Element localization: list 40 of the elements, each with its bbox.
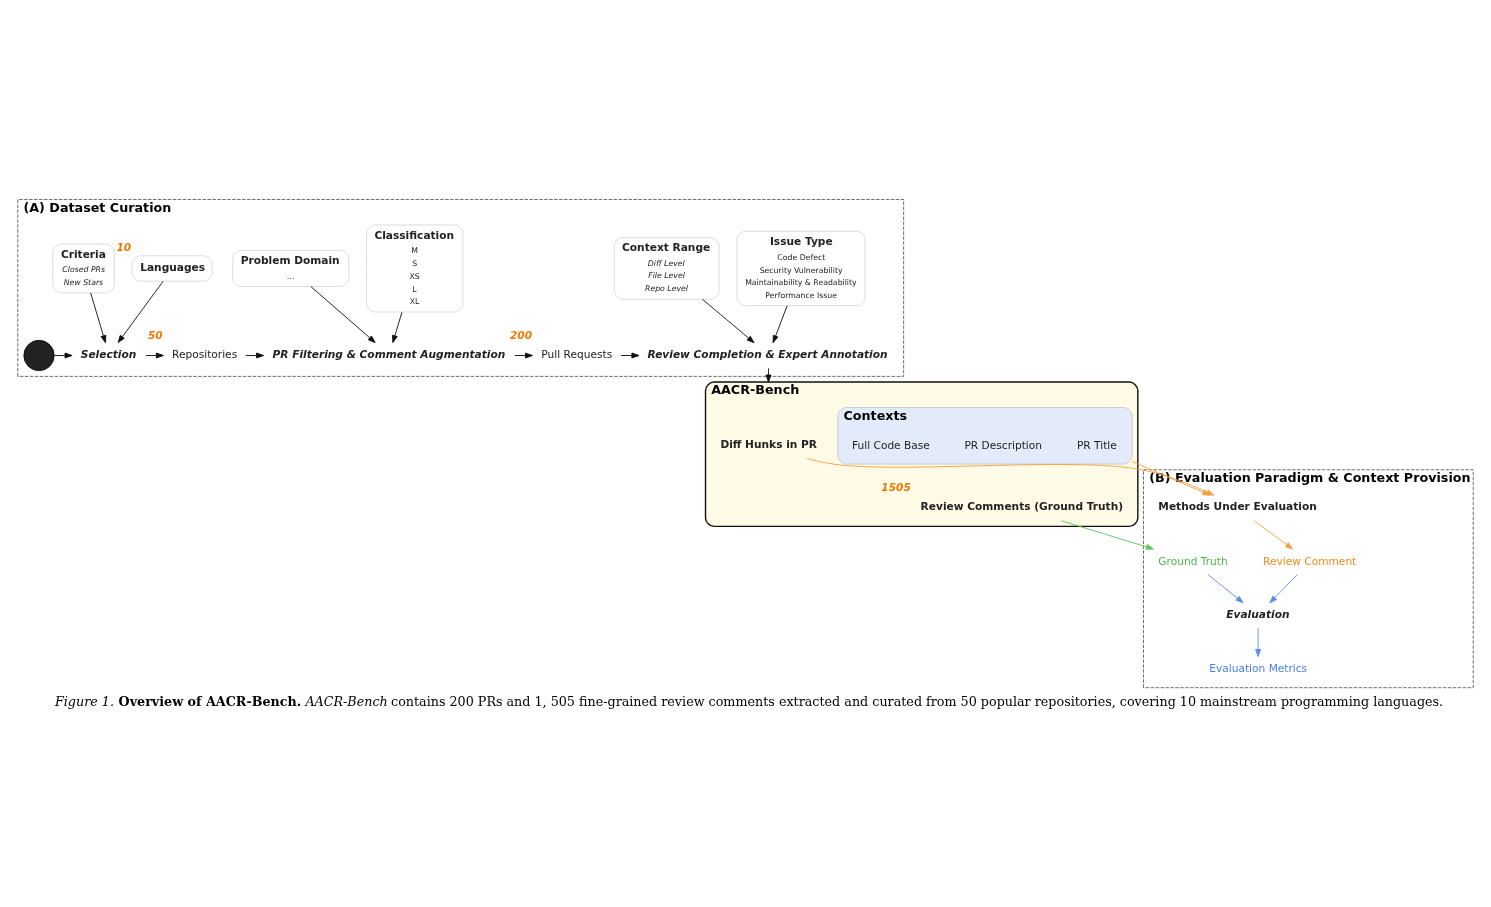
arrow — [145, 352, 164, 359]
node-label: 200 — [509, 328, 533, 342]
arrow — [1131, 461, 1211, 496]
node-text: PR Title — [1076, 438, 1117, 452]
node-text: Evaluation — [1226, 607, 1290, 621]
node-text: Review Completion & Expert Annotation — [647, 347, 888, 361]
node-text: Review Comments (Ground Truth) — [920, 500, 1124, 514]
node-box: Languages — [131, 255, 213, 282]
node-text: Evaluation Metrics — [1209, 662, 1308, 676]
arrow — [1207, 574, 1244, 604]
node-circle — [23, 339, 55, 372]
node-text: Diff Hunks in PR — [720, 437, 817, 451]
node-text: PR Description — [964, 438, 1043, 452]
arrow — [1060, 520, 1154, 550]
node-label: 50 — [147, 328, 163, 342]
arrow — [514, 352, 533, 359]
arrow — [392, 311, 403, 344]
node-text: Full Code Base — [851, 438, 930, 452]
arrow — [1255, 627, 1262, 657]
node-text: Review Comment — [1263, 554, 1357, 568]
arrow — [765, 367, 772, 383]
node-label: 1505 — [881, 481, 911, 494]
arrow — [310, 286, 376, 343]
arrow — [245, 352, 265, 359]
arrow — [772, 305, 788, 344]
caption: Figure 1. Overview of AACR-Bench. AACR-Bench contains 200 PRs and 1, 505 fine-grained review comments extracted and curated from 50 popular repositories, covering 10 mainstream programming languages. — [54, 693, 1444, 709]
arrow — [117, 280, 164, 343]
node-text: Ground Truth — [1158, 554, 1228, 568]
arrow — [1269, 574, 1298, 604]
node-text: PR Filtering & Comment Augmentation — [272, 347, 506, 361]
node-text: Methods Under Evaluation — [1158, 500, 1317, 514]
node-text: Selection — [80, 347, 137, 361]
arrow — [1253, 520, 1294, 550]
node-label: 10 — [116, 241, 132, 255]
arrow — [620, 352, 640, 359]
arrow — [702, 298, 755, 344]
arrow — [90, 292, 107, 344]
arrow — [53, 352, 73, 359]
node-text: Repositories — [172, 348, 238, 362]
node-text: Pull Requests — [541, 348, 613, 362]
